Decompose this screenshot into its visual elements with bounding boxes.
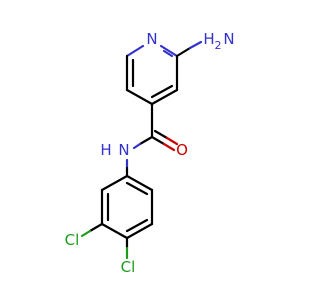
amine-h-label: H bbox=[203, 30, 214, 48]
bond-c1-c2 bbox=[100, 174, 129, 192]
molecule-diagram: N H 2 N O N H Cl Cl bbox=[65, 30, 235, 276]
bond-c6-c1-inner bbox=[125, 181, 149, 196]
bond-n1-c2-inner bbox=[162, 49, 174, 58]
bond-c6-c1 bbox=[125, 174, 154, 192]
bond-c-namide-a bbox=[138, 135, 154, 146]
bond-c2-nh2 bbox=[175, 46, 192, 58]
chlorine-4-label: Cl bbox=[121, 258, 136, 276]
bond-co-1b bbox=[162, 142, 176, 152]
carbonyl-oxygen-label: O bbox=[176, 141, 188, 159]
bond-c3-c4 bbox=[100, 222, 129, 240]
bond-c3-cl-a bbox=[88, 222, 104, 233]
bond-co-1a bbox=[150, 135, 166, 146]
amide-h-label: H bbox=[100, 141, 111, 159]
bond-c4-c3 bbox=[150, 88, 179, 106]
amine-nitrogen-label: N bbox=[223, 30, 234, 48]
bond-co-2a bbox=[153, 129, 169, 140]
bond-c3-cl-b bbox=[80, 229, 92, 238]
structure-drawing: N H 2 N O N H Cl Cl bbox=[65, 30, 235, 276]
bond-c2-nh2-n bbox=[188, 40, 203, 50]
bond-n1-c2 bbox=[159, 44, 179, 58]
chlorine-3-label: Cl bbox=[65, 231, 80, 249]
bond-c5-c4 bbox=[125, 88, 154, 106]
bond-c4-c3-inner bbox=[150, 84, 174, 99]
bond-c-namide-b bbox=[132, 142, 142, 150]
bond-n1-c6 bbox=[125, 44, 145, 58]
amine-subscript: 2 bbox=[215, 39, 222, 52]
bond-co-2b bbox=[165, 136, 179, 146]
bond-c4-c5-inner bbox=[125, 218, 149, 233]
ring-nitrogen-label: N bbox=[146, 30, 157, 48]
bond-c4-c5 bbox=[125, 222, 154, 240]
amide-nitrogen-label: N bbox=[118, 141, 129, 159]
